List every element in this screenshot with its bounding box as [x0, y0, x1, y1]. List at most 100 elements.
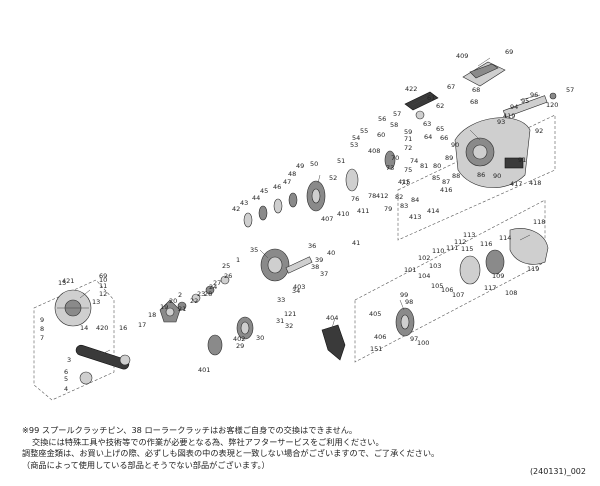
part-number: 115 [461, 245, 473, 253]
part-number: 407 [321, 215, 333, 223]
exploded-parts-diagram: 409 69 422 67 68 68 61 62 55 56 57 58 54… [33, 48, 574, 401]
part-number: 112 [454, 238, 466, 246]
part-number: 38 [311, 263, 319, 271]
part-number: 415 [398, 178, 410, 186]
part-number: 35 [250, 246, 258, 254]
part-number: 58 [390, 121, 398, 129]
brake-assembly-part [459, 249, 505, 285]
part-number: 1 [236, 256, 240, 264]
part-number: 422 [405, 85, 417, 93]
part-number: 53 [350, 141, 358, 149]
part-number: 420 [96, 324, 108, 332]
part-number: 409 [456, 52, 468, 60]
part-number: 403 [293, 283, 305, 291]
part-number: 12 [99, 290, 107, 298]
part-number: 3 [67, 356, 71, 364]
part-number: 96 [530, 91, 538, 99]
part-number: 42 [232, 205, 240, 213]
part-number: 68 [472, 86, 480, 94]
part-number: 110 [432, 247, 444, 255]
part-number: 20 [169, 297, 177, 305]
part-number: 90 [451, 141, 459, 149]
part-number: 18 [148, 311, 156, 319]
leader-lines [79, 57, 541, 356]
part-number: 67 [447, 83, 455, 91]
part-number: 23 [197, 290, 205, 298]
clutch-bar-part [462, 61, 506, 87]
bearing-chain [177, 275, 230, 311]
part-number: 11 [99, 282, 107, 290]
spool-part [395, 307, 415, 337]
mounting-bracket-part [321, 324, 346, 361]
part-number: 405 [369, 310, 381, 318]
part-number: 417 [510, 180, 522, 188]
part-number: 4 [64, 385, 68, 393]
part-number: 78 [368, 192, 376, 200]
part-number: 84 [411, 196, 419, 204]
part-number: 62 [436, 102, 444, 110]
part-number: 75 [404, 166, 412, 174]
part-number: 117 [484, 284, 496, 292]
part-number: 104 [418, 272, 430, 280]
cast-control-part [404, 91, 439, 120]
part-number: 90 [493, 172, 501, 180]
part-number: 99 [400, 291, 408, 299]
part-number: 10 [99, 276, 107, 284]
drag-washer-stack [243, 192, 298, 228]
left-assembly-box [33, 279, 115, 401]
part-number: 88 [452, 172, 460, 180]
part-number: 85 [432, 174, 440, 182]
part-number: 25 [222, 262, 230, 270]
note-line-3: 調整座金類は、お買い上げの際、必ずしも図表の中の表現と一致しない場合がございます… [22, 448, 440, 459]
part-number: 40 [327, 249, 335, 257]
part-number: 37 [320, 270, 328, 278]
part-number: 49 [296, 162, 304, 170]
left-side-plate-part [54, 289, 92, 327]
part-number: 402 [233, 335, 245, 343]
part-number: 13 [92, 298, 100, 306]
part-number: 15 [58, 279, 66, 287]
part-number: 404 [326, 314, 338, 322]
part-number: 414 [427, 207, 439, 215]
part-number: 50 [310, 160, 318, 168]
part-number: 64 [424, 133, 432, 141]
part-number: 63 [423, 120, 431, 128]
part-number: 70 [391, 154, 399, 162]
part-number: 52 [329, 174, 337, 182]
part-number: 41 [352, 239, 360, 247]
part-number: 24 [209, 283, 217, 291]
part-number: 16 [119, 324, 127, 332]
part-number: 86 [477, 171, 485, 179]
part-number: 108 [505, 289, 517, 297]
part-number: 27 [213, 279, 221, 287]
part-number: 31 [276, 317, 284, 325]
part-number: 69 [505, 48, 513, 56]
part-number: 34 [292, 287, 300, 295]
part-number: 410 [337, 210, 349, 218]
part-number: 89 [445, 154, 453, 162]
level-wind-shaft-part [502, 92, 557, 118]
reel-frame-part [454, 117, 531, 188]
part-number: 8 [40, 325, 44, 333]
part-number: 92 [535, 127, 543, 135]
part-number: 421 [62, 277, 74, 285]
part-number: 61 [427, 94, 435, 102]
part-number: 57 [393, 110, 401, 118]
part-number: 69 [99, 272, 107, 280]
part-number: 56 [378, 115, 386, 123]
part-number: 45 [260, 187, 268, 195]
part-number: 9 [40, 316, 44, 324]
part-number: 17 [138, 321, 146, 329]
part-number: 413 [409, 213, 421, 221]
part-number: 66 [440, 134, 448, 142]
part-number: 43 [240, 199, 248, 207]
part-number: 411 [357, 207, 369, 215]
part-number: 111 [446, 244, 458, 252]
part-number: 44 [252, 194, 260, 202]
part-number: 74 [410, 157, 418, 165]
part-number: 91 [518, 156, 526, 164]
part-number: 72 [404, 144, 412, 152]
part-number: 401 [198, 366, 210, 374]
note-line-2: 交換には特殊工具や技術等での作業が必要となる為、弊社アフターサービスをご利用くだ… [32, 436, 384, 447]
part-number: 101 [404, 266, 416, 274]
